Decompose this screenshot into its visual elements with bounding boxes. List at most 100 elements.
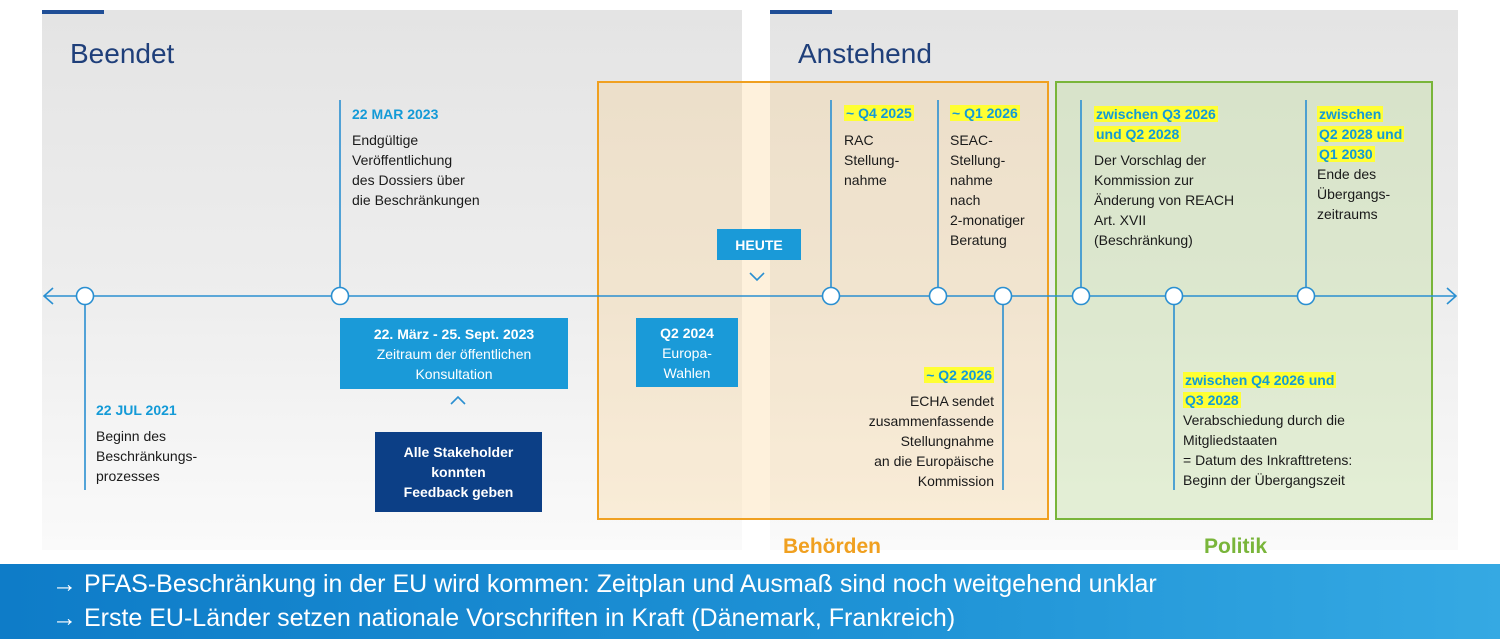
desc-line: nahme [844, 172, 887, 188]
date-highlight: zwischen Q3 2026 [1094, 106, 1218, 122]
box-line: konnten [431, 464, 486, 480]
date-highlight: ~ Q4 2025 [844, 105, 914, 121]
desc-line: Beratung [950, 232, 1007, 248]
desc-line: Art. XVII [1094, 212, 1147, 228]
desc-line: RAC [844, 132, 874, 148]
desc-line: Kommission zur [1094, 172, 1194, 188]
box-line: Konsultation [415, 365, 493, 382]
desc-line: die Beschränkungen [352, 192, 480, 208]
panel-accent-bar [770, 10, 832, 14]
milestone-q2-2026 [993, 286, 1013, 306]
desc-line: prozesses [96, 468, 160, 484]
desc-line: Übergangs- [1317, 186, 1391, 202]
event-date: 22 JUL 2021 [96, 402, 177, 418]
date-highlight: Q2 2028 und [1317, 126, 1405, 142]
desc-line: Beginn der Übergangszeit [1183, 472, 1345, 488]
date-highlight: und Q2 2028 [1094, 126, 1182, 142]
event-date: ~ Q1 2026 [950, 103, 1025, 123]
chevron-down-icon [749, 272, 765, 282]
desc-line: ECHA sendet [909, 393, 994, 409]
desc-line: Änderung von REACH [1094, 192, 1235, 208]
event-description: Beginn des Beschränkungs- prozesses [96, 426, 197, 486]
desc-line: 2-monatiger [950, 212, 1025, 228]
event-date: zwischen Q3 2026 und Q2 2028 [1094, 104, 1234, 144]
consultation-box: 22. März - 25. Sept. 2023 Zeitraum der ö… [340, 318, 568, 389]
event-2023: 22 MAR 2023 Endgültige Veröffentlichung … [352, 104, 480, 210]
desc-line: Beginn des [96, 428, 167, 444]
date-highlight: Q3 2028 [1183, 392, 1241, 408]
desc-line: nahme [950, 172, 993, 188]
timeline-arrow-right [1446, 287, 1458, 305]
event-description: RAC Stellung- nahme [844, 130, 914, 190]
event-date: zwischen Q2 2028 und Q1 2030 [1317, 104, 1405, 164]
desc-line: an die Europäische [874, 453, 994, 469]
date-highlight: ~ Q1 2026 [950, 105, 1020, 121]
milestone-transition-end [1296, 286, 1316, 306]
today-marker: HEUTE [717, 229, 801, 260]
box-line: Feedback geben [403, 484, 514, 500]
panel-title-completed: Beendet [70, 38, 175, 69]
event-date: ~ Q4 2025 [844, 103, 914, 123]
desc-line: Veröffentlichung [352, 152, 453, 168]
event-description: Endgültige Veröffentlichung des Dossiers… [352, 130, 480, 210]
milestone-2021 [75, 286, 95, 306]
event-q4-2025: ~ Q4 2025 RAC Stellung- nahme [844, 103, 914, 190]
desc-line: Endgültige [352, 132, 419, 148]
milestone-2023 [330, 286, 350, 306]
event-date: 22 MAR 2023 [352, 106, 439, 122]
elections-box: Q2 2024 Europa- Wahlen [636, 318, 738, 387]
desc-line: zeitraums [1317, 206, 1378, 222]
box-line: Wahlen [663, 364, 711, 381]
desc-line: Kommission [917, 473, 994, 489]
milestone-q4-2025 [821, 286, 841, 306]
desc-line: = Datum des Inkrafttretens: [1183, 452, 1353, 468]
event-date: zwischen Q4 2026 und Q3 2028 [1183, 370, 1352, 410]
panel-accent-bar [42, 10, 104, 14]
desc-line: SEAC- [950, 132, 993, 148]
event-2021: 22 JUL 2021 Beginn des Beschränkungs- pr… [96, 400, 197, 486]
box-line: Q2 2024 [660, 324, 714, 341]
region-label-politics: Politik [1204, 535, 1268, 558]
milestone-q1-2026 [928, 286, 948, 306]
desc-line: (Beschränkung) [1094, 232, 1193, 248]
date-highlight: zwischen [1317, 106, 1384, 122]
desc-line: zusammenfassende [868, 413, 994, 429]
event-commission-proposal: zwischen Q3 2026 und Q2 2028 Der Vorschl… [1094, 104, 1234, 250]
summary-line-1: → PFAS-Beschränkung in der EU wird komme… [52, 570, 1157, 598]
desc-line: des Dossiers über [352, 172, 465, 188]
event-date: ~ Q2 2026 [800, 365, 994, 385]
milestone-member-states [1164, 286, 1184, 306]
date-highlight: Q1 2030 [1317, 146, 1375, 162]
panel-upcoming [770, 10, 1458, 550]
desc-line: Verabschiedung durch die [1183, 412, 1345, 428]
summary-banner: → PFAS-Beschränkung in der EU wird komme… [0, 564, 1500, 639]
date-highlight: ~ Q2 2026 [924, 367, 994, 383]
event-description: Verabschiedung durch die Mitgliedstaaten… [1183, 410, 1352, 490]
desc-line: Stellungnahme [900, 433, 994, 449]
region-label-authorities: Behörden [783, 535, 882, 558]
desc-line: Ende des [1317, 166, 1377, 182]
summary-line-2: → Erste EU-Länder setzen nationale Vorsc… [52, 604, 956, 632]
event-q1-2026: ~ Q1 2026 SEAC- Stellung- nahme nach 2-m… [950, 103, 1025, 250]
event-transition-end: zwischen Q2 2028 und Q1 2030 Ende des Üb… [1317, 104, 1405, 224]
box-line: 22. März - 25. Sept. 2023 [373, 325, 535, 342]
box-line: Europa- [662, 344, 712, 361]
today-label: HEUTE [735, 236, 783, 253]
desc-line: Stellung- [950, 152, 1006, 168]
milestone-commission [1071, 286, 1091, 306]
box-line: Alle Stakeholder [403, 444, 514, 460]
timeline-arrow-left [42, 287, 54, 305]
event-member-states: zwischen Q4 2026 und Q3 2028 Verabschied… [1183, 370, 1352, 490]
desc-line: Der Vorschlag der [1094, 152, 1207, 168]
panel-title-upcoming: Anstehend [798, 38, 932, 69]
event-description: ECHA sendet zusammenfassende Stellungnah… [800, 391, 994, 491]
date-highlight: zwischen Q4 2026 und [1183, 372, 1337, 388]
stakeholder-box: Alle Stakeholder konnten Feedback geben [375, 432, 542, 512]
event-description: SEAC- Stellung- nahme nach 2-monatiger B… [950, 130, 1025, 250]
desc-line: nach [950, 192, 981, 208]
chevron-up-icon [450, 395, 466, 405]
box-line: Zeitraum der öffentlichen [376, 345, 532, 362]
desc-line: Mitgliedstaaten [1183, 432, 1278, 448]
event-description: Der Vorschlag der Kommission zur Änderun… [1094, 150, 1234, 250]
